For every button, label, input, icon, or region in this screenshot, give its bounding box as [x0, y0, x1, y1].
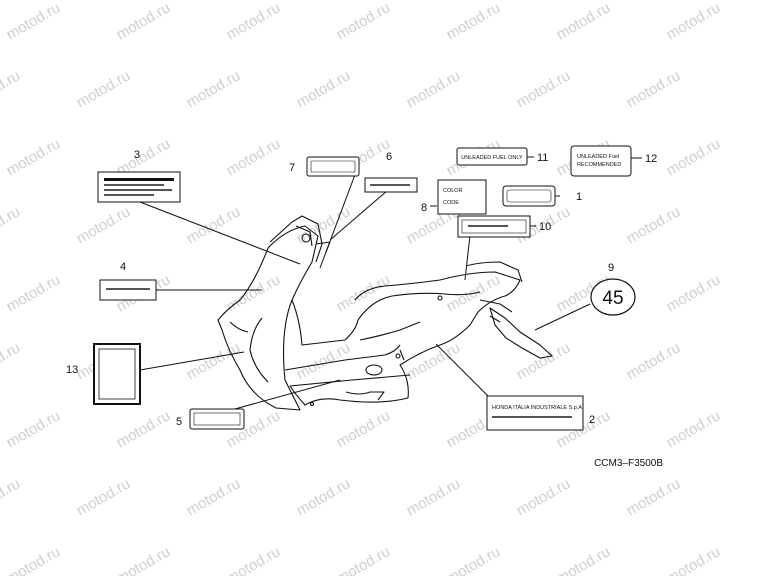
watermark-text: motod.ru: [514, 339, 574, 383]
sticker-7: [306, 156, 360, 177]
callout-6: 6: [386, 151, 392, 163]
badge-9-number: 45: [602, 288, 623, 309]
watermark-text: motod.ru: [404, 67, 464, 111]
sticker-13: [93, 343, 141, 405]
callout-9: 9: [608, 262, 614, 274]
watermark-text: motod.ru: [224, 271, 284, 315]
watermark-text: motod.ru: [664, 0, 724, 43]
watermark-text: motod.ru: [664, 135, 724, 179]
watermark-text: motod.ru: [4, 0, 64, 43]
watermark-text: motod.ru: [664, 271, 724, 315]
watermark-text: motod.ru: [554, 543, 614, 576]
watermark-text: motod.ru: [664, 407, 724, 451]
fuel-12-line1: UNLEADED Fuel: [577, 154, 619, 160]
watermark-text: motod.ru: [4, 543, 64, 576]
callout-2: 2: [589, 414, 595, 426]
callout-11: 11: [537, 152, 548, 164]
watermark-text: motod.ru: [404, 339, 464, 383]
color-code-line1: COLOR: [443, 188, 463, 194]
leader-lines: [139, 156, 642, 413]
watermark-text: motod.ru: [184, 203, 244, 247]
watermark-text: motod.ru: [0, 339, 23, 383]
sticker-10: [457, 215, 531, 238]
watermark-text: motod.ru: [0, 203, 23, 247]
watermark-text: motod.ru: [514, 475, 574, 519]
watermark-text: motod.ru: [294, 67, 354, 111]
callout-1: 1: [576, 191, 582, 203]
sticker-11: UNLEADED FUEL ONLY: [456, 147, 528, 166]
sticker-4: [99, 279, 157, 301]
watermark-text: motod.ru: [114, 407, 174, 451]
watermark-text: motod.ru: [624, 203, 684, 247]
watermark-text: motod.ru: [294, 339, 354, 383]
watermark-text: motod.ru: [224, 135, 284, 179]
watermark-text: motod.ru: [74, 203, 134, 247]
watermark-text: motod.ru: [664, 543, 724, 576]
watermark-text: motod.ru: [554, 0, 614, 43]
watermark-text: motod.ru: [4, 135, 64, 179]
watermark-text: motod.ru: [114, 543, 174, 576]
watermark-text: motod.ru: [514, 67, 574, 111]
callout-3: 3: [134, 149, 140, 161]
watermark-text: motod.ru: [0, 475, 23, 519]
callout-7: 7: [289, 162, 295, 174]
watermark-text: motod.ru: [74, 475, 134, 519]
watermark-text: motod.ru: [444, 0, 504, 43]
sticker-5: [189, 408, 245, 430]
scooter-body-drawing: [217, 215, 553, 411]
sticker-6: [364, 177, 418, 193]
watermark-text: motod.ru: [334, 0, 394, 43]
watermark-text: motod.ru: [624, 475, 684, 519]
watermark-text: motod.ru: [334, 543, 394, 576]
callout-4: 4: [120, 261, 126, 273]
watermark-text: motod.ru: [224, 543, 284, 576]
sticker-8: COLOR CODE: [437, 179, 487, 215]
callout-numbers: 1 2 3 4 5 6 7 8 9 10 11 12 13: [66, 149, 657, 428]
watermark-text: motod.ru: [294, 475, 354, 519]
fuel-12-line2: RECOMMENDED: [577, 162, 621, 168]
color-code-line2: CODE: [443, 200, 459, 206]
watermark-text: motod.ru: [224, 0, 284, 43]
drawing-code: CCM3–F3500B: [594, 458, 663, 469]
callout-8: 8: [421, 202, 427, 214]
watermark-text: motod.ru: [114, 0, 174, 43]
badge-9: 45: [590, 278, 636, 316]
fuel-11-text: UNLEADED FUEL ONLY: [461, 155, 523, 161]
sticker-12: UNLEADED Fuel RECOMMENDED: [570, 145, 632, 177]
watermark-text: motod.ru: [624, 339, 684, 383]
watermark-text: motod.ru: [184, 475, 244, 519]
watermark-text: motod.ru: [4, 271, 64, 315]
watermark-text: motod.ru: [404, 475, 464, 519]
watermark-text: motod.ru: [74, 67, 134, 111]
callout-12: 12: [645, 153, 657, 165]
watermark-text: motod.ru: [0, 67, 23, 111]
watermark-text: motod.ru: [184, 67, 244, 111]
callout-10: 10: [539, 221, 551, 233]
callout-13: 13: [66, 364, 78, 376]
callout-5: 5: [176, 416, 182, 428]
watermark-text: motod.ru: [334, 407, 394, 451]
sticker-2: HONDA ITALIA INDUSTRIALE S.p.A.: [486, 395, 584, 431]
mark-2-text: HONDA ITALIA INDUSTRIALE S.p.A.: [492, 405, 584, 411]
sticker-3: [97, 171, 181, 203]
watermark-text: motod.ru: [624, 67, 684, 111]
sticker-1: [502, 185, 556, 207]
watermark-text: motod.ru: [4, 407, 64, 451]
watermark-text: motod.ru: [444, 543, 504, 576]
